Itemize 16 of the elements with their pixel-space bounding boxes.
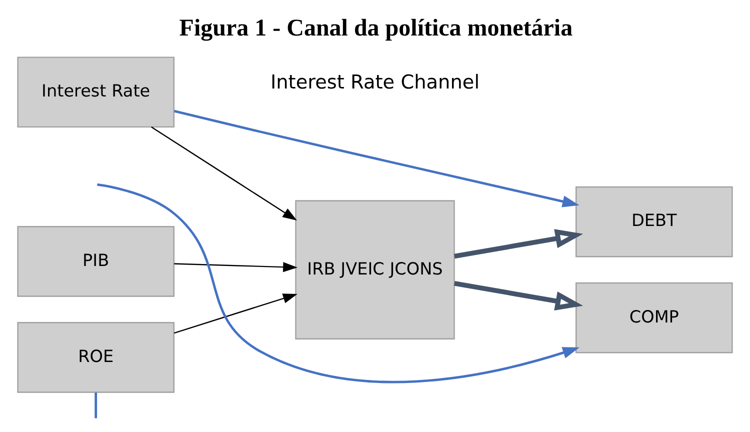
- node-box: PIB: [17, 226, 174, 297]
- arrow: [174, 294, 298, 334]
- node-box: IRB JVEIC JCONS: [295, 200, 455, 340]
- arrow: [151, 126, 297, 221]
- node-box: COMP: [576, 282, 733, 354]
- arrow: [174, 262, 298, 272]
- arrow: [454, 281, 584, 311]
- node-box: ROE: [17, 322, 174, 393]
- connector: [94, 392, 98, 418]
- arrow: [174, 110, 580, 208]
- arrow: [97, 183, 580, 384]
- label: Interest Rate Channel: [270, 70, 480, 94]
- node-box: Interest Rate: [17, 56, 174, 128]
- diagram-title: Figura 1 - Canal da política monetária: [179, 16, 573, 42]
- node-box: DEBT: [576, 186, 733, 258]
- arrow: [454, 229, 584, 259]
